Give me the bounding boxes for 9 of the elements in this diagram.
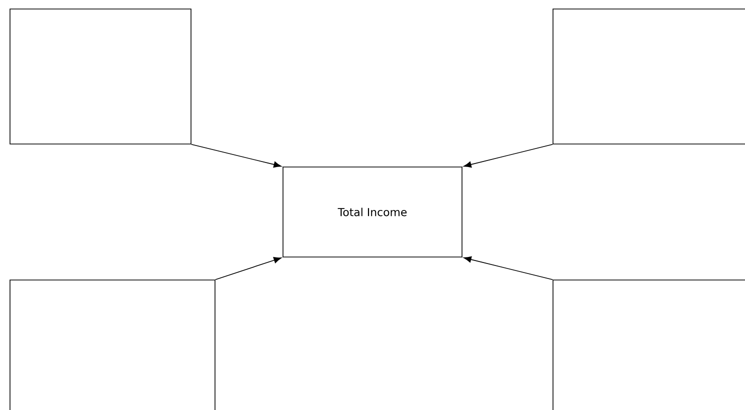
arrow xyxy=(464,256,553,280)
arrow xyxy=(464,144,553,168)
empty-box xyxy=(552,8,745,144)
empty-box xyxy=(10,280,216,410)
empty-box xyxy=(552,280,745,410)
arrow xyxy=(191,144,282,168)
arrow xyxy=(215,257,282,280)
empty-box xyxy=(10,8,192,144)
income-box: Total Income xyxy=(282,166,462,258)
